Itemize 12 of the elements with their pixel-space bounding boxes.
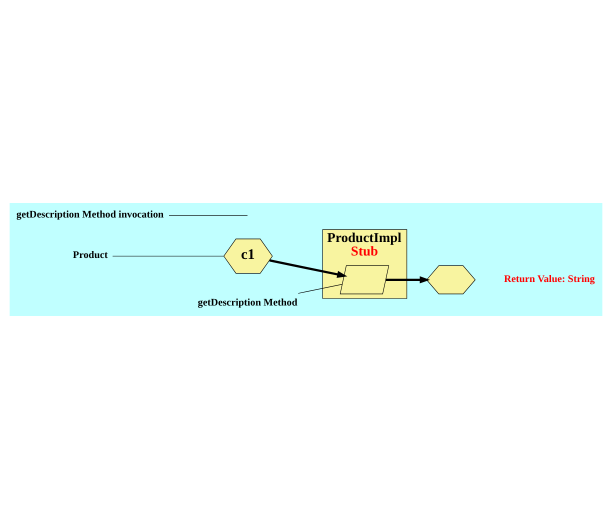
connector — [298, 284, 342, 294]
node-text: Product — [72, 250, 108, 261]
arrow — [386, 276, 430, 283]
cluster: ProductImpl Stub — [322, 228, 408, 298]
connector — [112, 255, 224, 256]
node-text: getDescription Method — [198, 296, 298, 308]
node-label: Return Value: String — [504, 273, 595, 284]
node-text: getDescription Method invocation — [16, 208, 164, 220]
arrow — [269, 258, 348, 278]
connector — [168, 214, 248, 216]
node-hexagon — [426, 264, 476, 294]
node-box — [340, 264, 390, 294]
